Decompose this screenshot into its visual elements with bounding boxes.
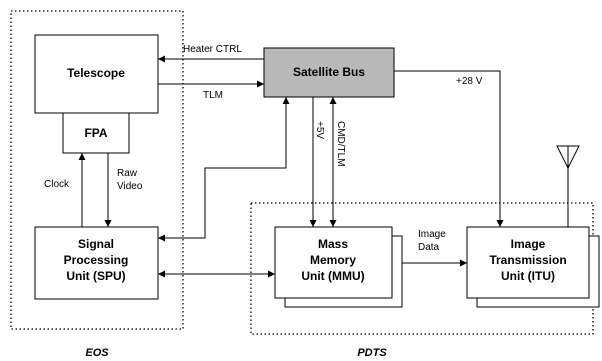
eos-boundary	[10, 10, 184, 330]
bus-spu-arrow	[158, 97, 290, 242]
spu-block	[34, 226, 159, 300]
antenna-icon	[556, 145, 580, 227]
raw-video-label-line1: Raw	[117, 168, 138, 179]
spu-label-line3: Unit (SPU)	[66, 269, 125, 283]
mmu-label-line3: Unit (MMU)	[301, 269, 364, 283]
mmu-block	[274, 226, 393, 299]
itu-label-line1: Image	[511, 237, 546, 251]
satellite-bus-block	[263, 47, 395, 98]
spu-label-line1: Signal	[78, 237, 114, 251]
mmu-label-line2: Memory	[310, 253, 356, 267]
image-data-label-line1: Image	[418, 229, 446, 240]
plus-5v-label: +5V	[314, 121, 325, 139]
mmu-label-line1: Mass	[318, 237, 348, 251]
image-data-label-line2: Data	[418, 242, 440, 253]
pdts-label: PDTS	[357, 347, 387, 359]
plus-28v-arrow	[394, 70, 504, 227]
itu-label-line3: Unit (ITU)	[501, 269, 555, 283]
fpa-label: FPA	[84, 126, 107, 140]
heater-ctrl-label: Heater CTRL	[183, 44, 242, 55]
itu-label-line2: Transmission	[489, 253, 566, 267]
telescope-block	[34, 34, 159, 114]
fpa-block	[62, 112, 130, 154]
satellite-bus-label: Satellite Bus	[293, 65, 365, 79]
itu-block	[466, 226, 590, 299]
eos-label: EOS	[85, 347, 109, 359]
spu-label-line2: Processing	[64, 253, 129, 267]
clock-label: Clock	[44, 179, 70, 190]
plus-28v-label: +28 V	[456, 76, 483, 87]
tlm-label: TLM	[203, 90, 223, 101]
telescope-label: Telescope	[67, 66, 125, 80]
pdts-boundary	[250, 202, 594, 335]
cmd-tlm-label: CMD/TLM	[335, 121, 346, 167]
raw-video-label-line2: Video	[117, 181, 143, 192]
